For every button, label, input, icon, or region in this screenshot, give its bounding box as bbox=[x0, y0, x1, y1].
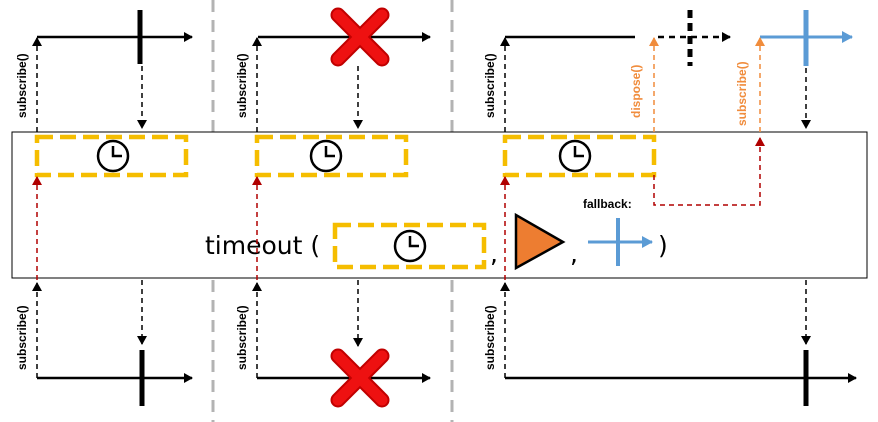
triangle-icon bbox=[514, 212, 566, 271]
fallback-label: fallback: bbox=[583, 197, 632, 211]
subscribe-label-top-2: subscribe() bbox=[235, 53, 249, 118]
timer-box-1 bbox=[34, 134, 189, 178]
subscribe-label-top-1: subscribe() bbox=[15, 53, 29, 118]
operator-box bbox=[11, 131, 868, 279]
result-timeline-1 bbox=[32, 280, 193, 406]
clock-icon bbox=[558, 139, 592, 173]
subscribe-label-top-3: subscribe() bbox=[483, 53, 497, 118]
subscribe-label-bottom-3: subscribe() bbox=[483, 305, 497, 370]
source-timeline-2 bbox=[258, 7, 431, 67]
timer-box-3 bbox=[502, 134, 657, 178]
clock-icon bbox=[309, 139, 343, 173]
separator-2: , bbox=[570, 239, 578, 268]
subscribe-label-bottom-1: subscribe() bbox=[15, 305, 29, 370]
operator-name: timeout ( bbox=[205, 231, 320, 260]
error-cross-icon bbox=[330, 7, 390, 67]
fallback-parameter bbox=[588, 218, 653, 266]
fallback-timeline bbox=[760, 10, 853, 66]
source-timeline-3 bbox=[505, 10, 731, 66]
result-timeline-2 bbox=[252, 280, 431, 408]
operator-close: ) bbox=[658, 231, 668, 260]
dispose-label: dispose() bbox=[629, 65, 643, 118]
fallback-route bbox=[653, 137, 765, 206]
timer-box-2 bbox=[254, 134, 409, 178]
fallback-subscribe-label: subscribe() bbox=[735, 61, 749, 126]
timer-parameter bbox=[332, 222, 487, 270]
result-timeline-3 bbox=[500, 280, 857, 406]
subscribe-label-bottom-2: subscribe() bbox=[235, 305, 249, 370]
clock-icon bbox=[96, 139, 130, 173]
clock-icon bbox=[393, 229, 427, 263]
separator-1: , bbox=[490, 239, 498, 268]
source-timeline-1 bbox=[37, 10, 193, 64]
error-cross-icon bbox=[330, 348, 390, 408]
